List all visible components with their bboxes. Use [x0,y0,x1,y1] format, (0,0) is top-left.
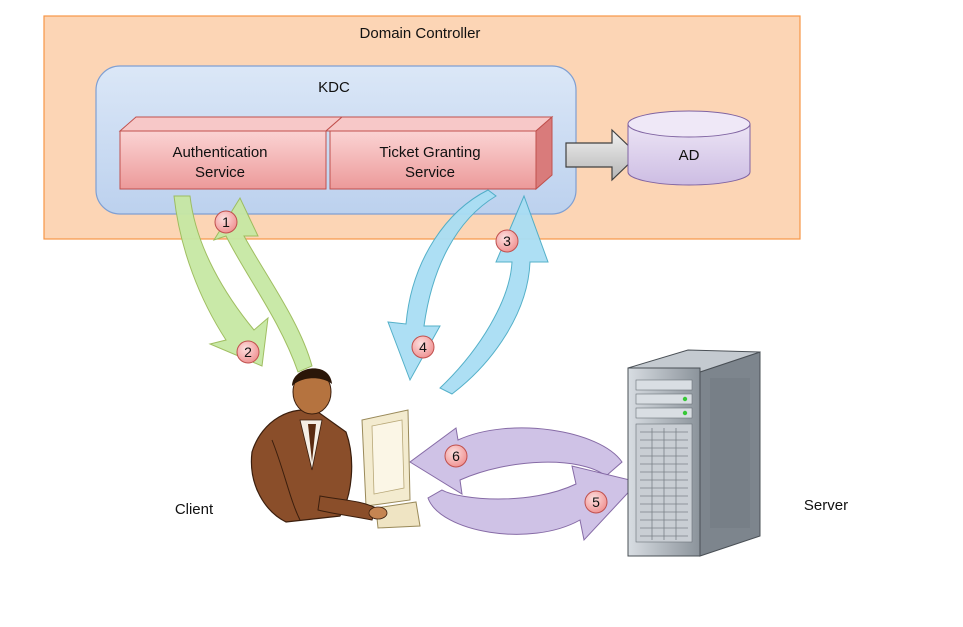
authentication-service-label-line1: Authentication [172,144,267,161]
step-1-label: 1 [222,214,230,230]
authentication-service-label-line2: Service [195,164,245,181]
step-4-label: 4 [419,339,427,355]
server-label: Server [804,497,848,514]
step-badge-4: 4 [411,335,435,359]
kdc-label: KDC [318,79,350,96]
ticket-granting-service-label-line2: Service [405,164,455,181]
step-badge-5: 5 [584,490,608,514]
step-badge-1: 1 [214,210,238,234]
step-3-label: 3 [503,233,511,249]
step-6-label: 6 [452,448,460,464]
client-person-icon [250,368,421,529]
ticket-granting-service-box: Ticket Granting Service [324,115,554,191]
step-5-label: 5 [592,494,600,510]
client-label: Client [175,501,214,518]
domain-controller-label: Domain Controller [360,25,481,42]
step-badge-2: 2 [236,340,260,364]
ad-database-cylinder: AD [627,110,751,186]
authentication-exchange-arrows [173,195,313,373]
step-badge-3: 3 [495,229,519,253]
ticket-granting-exchange-arrows [387,189,549,395]
step-badge-6: 6 [444,444,468,468]
ad-lookup-arrow [565,128,639,182]
step-2-label: 2 [244,344,252,360]
server-tower-icon [627,349,761,557]
ticket-granting-service-label-line1: Ticket Granting [379,144,480,161]
ad-label: AD [679,147,700,164]
server-exchange-arrows [409,427,639,542]
authentication-service-box: Authentication Service [118,116,344,190]
